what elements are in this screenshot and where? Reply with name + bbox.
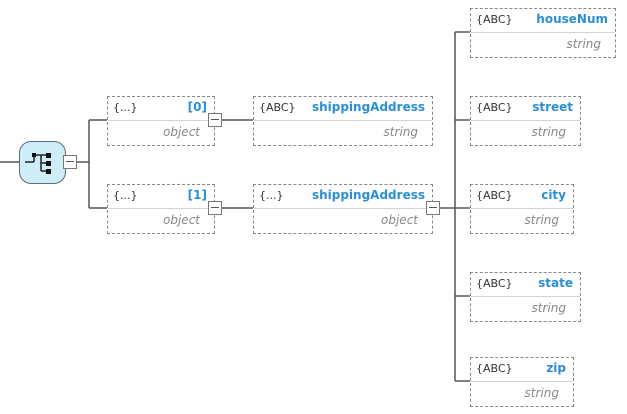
field-state-header: [471, 273, 580, 297]
field-city-type: {ABC}: [476, 189, 513, 202]
field-zip-name: zip: [546, 361, 566, 375]
root-collapse-toggle[interactable]: [63, 155, 77, 169]
item-1-subtype: object: [163, 213, 200, 227]
field-zip-subtype: string: [524, 386, 559, 400]
item-0-collapse-toggle[interactable]: [208, 113, 222, 127]
field-street-node[interactable]: {ABC} street string: [470, 96, 581, 146]
field-street-subtype: string: [531, 125, 566, 139]
field-state-type: {ABC}: [476, 277, 513, 290]
item-1-shipping-address-name: shippingAddress: [311, 188, 425, 202]
field-house-num-type: {ABC}: [476, 13, 513, 26]
field-city-header: [471, 185, 573, 209]
item-1-name: [1]: [187, 188, 207, 202]
item-0-name: [0]: [187, 100, 207, 114]
item-0-shipping-address-node[interactable]: {ABC} shippingAddress string: [253, 96, 433, 146]
field-street-type: {ABC}: [476, 101, 513, 114]
item-0-subtype: object: [163, 125, 200, 139]
item-0-shipping-address-header: [254, 97, 432, 121]
field-zip-type: {ABC}: [476, 362, 513, 375]
item-0-shipping-address-subtype: string: [383, 125, 418, 139]
field-house-num-subtype: string: [566, 37, 601, 51]
item-1-shipping-address-type: {...}: [259, 189, 284, 202]
item-1-shipping-address-subtype: object: [381, 213, 418, 227]
field-house-num-header: [471, 9, 615, 33]
item-0-shipping-address-name: shippingAddress: [311, 100, 425, 114]
field-state-subtype: string: [531, 301, 566, 315]
item-1-shipping-address-node[interactable]: {...} shippingAddress object: [253, 184, 433, 234]
field-street-name: street: [532, 100, 573, 114]
sequence-icon: [25, 153, 51, 174]
shipping-address-collapse-toggle[interactable]: [426, 201, 440, 215]
field-zip-node[interactable]: {ABC} zip string: [470, 357, 574, 407]
field-house-num-name: houseNum: [536, 12, 608, 26]
item-1-shipping-address-header: [254, 185, 432, 209]
field-street-header: [471, 97, 580, 121]
item-0-node[interactable]: {...} [0] object: [107, 96, 215, 146]
field-city-name: city: [541, 188, 566, 202]
field-state-node[interactable]: {ABC} state string: [470, 272, 581, 322]
item-1-collapse-toggle[interactable]: [208, 201, 222, 215]
item-1-node[interactable]: {...} [1] object: [107, 184, 215, 234]
item-0-header: [108, 97, 214, 121]
item-0-type: {...}: [113, 101, 138, 114]
item-1-header: [108, 185, 214, 209]
field-state-name: state: [538, 276, 573, 290]
item-1-type: {...}: [113, 189, 138, 202]
item-0-shipping-address-type: {ABC}: [259, 101, 296, 114]
root-node[interactable]: [19, 141, 66, 184]
field-zip-header: [471, 358, 573, 382]
field-city-node[interactable]: {ABC} city string: [470, 184, 574, 234]
field-house-num-node[interactable]: {ABC} houseNum string: [470, 8, 616, 58]
field-city-subtype: string: [524, 213, 559, 227]
